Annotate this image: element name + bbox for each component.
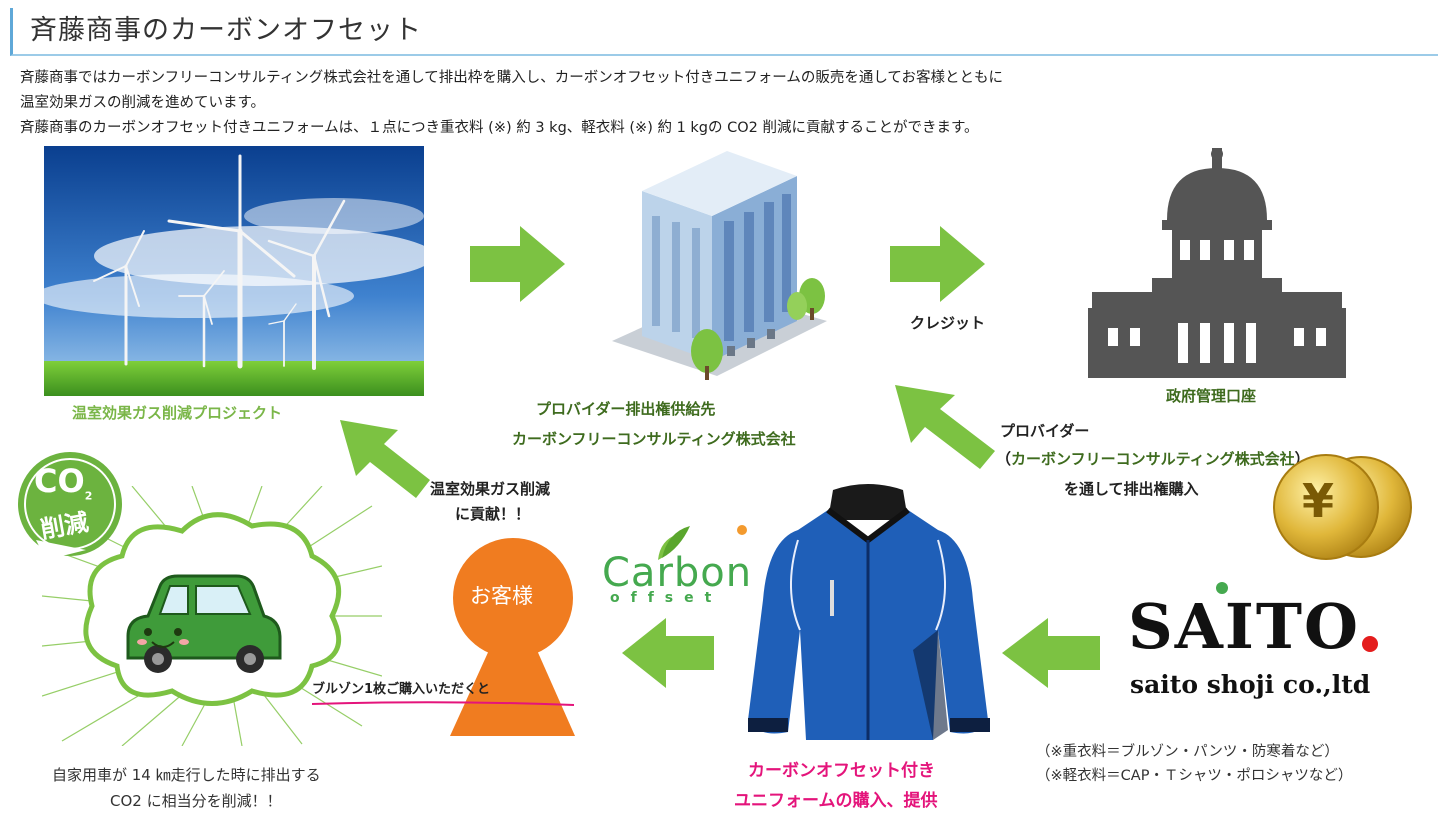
arrow-up-left-icon (340, 420, 430, 498)
saito-logo-main: SAITO (1128, 590, 1361, 663)
arrow-right-icon (470, 226, 565, 302)
arrow-left-icon (622, 618, 714, 688)
yen-coin-icon (1266, 452, 1416, 562)
project-label: 温室効果ガス削減プロジェクト (72, 404, 283, 422)
buy-label: ブルゾン1枚ご購入いただくと (312, 682, 491, 697)
yen-symbol: ¥ (1302, 474, 1335, 528)
car-note-line-2: CO2 に相当分を削減！！ (110, 792, 282, 810)
provider-line-1: プロバイダー排出権供給先 (536, 400, 716, 418)
contribution-line-2: に貢献！！ (455, 505, 531, 523)
page-title: 斉藤商事のカーボンオフセット (30, 15, 422, 46)
government-label: 政府管理口座 (1166, 387, 1257, 405)
credit-label: クレジット (910, 314, 986, 332)
intro-line-3: 斉藤商事のカーボンオフセット付きユニフォームは、１点につき重衣料 (※) 約 3… (20, 120, 979, 136)
buy-underline (312, 700, 574, 708)
uniform-label-line-2: ユニフォームの購入、提供 (734, 791, 938, 811)
customer-label: お客様 (470, 584, 533, 608)
office-building-icon (602, 146, 832, 386)
provider-purchase-line-1: プロバイダー (1000, 422, 1090, 440)
uniform-label-line-1: カーボンオフセット付き (748, 761, 935, 781)
intro-line-1: 斉藤商事ではカーボンフリーコンサルティング株式会社を通して排出枠を購入し、カーボ… (20, 70, 1003, 86)
customer-icon (450, 538, 580, 738)
car-icon (108, 566, 288, 686)
car-note-line-1: 自家用車が 14 ㎞走行した時に排出する (52, 766, 321, 784)
saito-logo-dots (1204, 578, 1404, 668)
wind-turbine-photo (44, 146, 424, 396)
saito-logo-sub: saito shoji co.,ltd (1130, 670, 1371, 699)
provider-purchase-line-2: （カーボンフリーコンサルティング株式会社） (996, 450, 1310, 468)
title-bar (10, 8, 1438, 56)
jacket-icon (738, 480, 998, 760)
carbon-logo-main: Carbon (602, 550, 753, 596)
government-building-icon (1088, 148, 1346, 380)
note-light: （※軽衣料＝CAP・Ｔシャツ・ポロシャツなど） (1036, 768, 1353, 784)
note-heavy: （※重衣料＝ブルゾン・パンツ・防寒着など） (1036, 744, 1339, 760)
leaf-icon (650, 522, 750, 562)
carbon-logo-sub: offset (610, 590, 723, 606)
co2-badge-top: CO2 (34, 462, 93, 503)
contribution-line-1: 温室効果ガス削減 (430, 480, 551, 498)
arrow-left-icon (1002, 618, 1100, 688)
intro-line-2: 温室効果ガスの削減を進めています。 (20, 95, 266, 111)
co2-badge (16, 450, 124, 558)
provider-line-2: カーボンフリーコンサルティング株式会社 (512, 430, 796, 448)
provider-purchase-line-3: を通して排出権購入 (1064, 480, 1199, 498)
arrow-right-icon (890, 226, 985, 302)
arrow-up-left-icon (895, 385, 995, 470)
